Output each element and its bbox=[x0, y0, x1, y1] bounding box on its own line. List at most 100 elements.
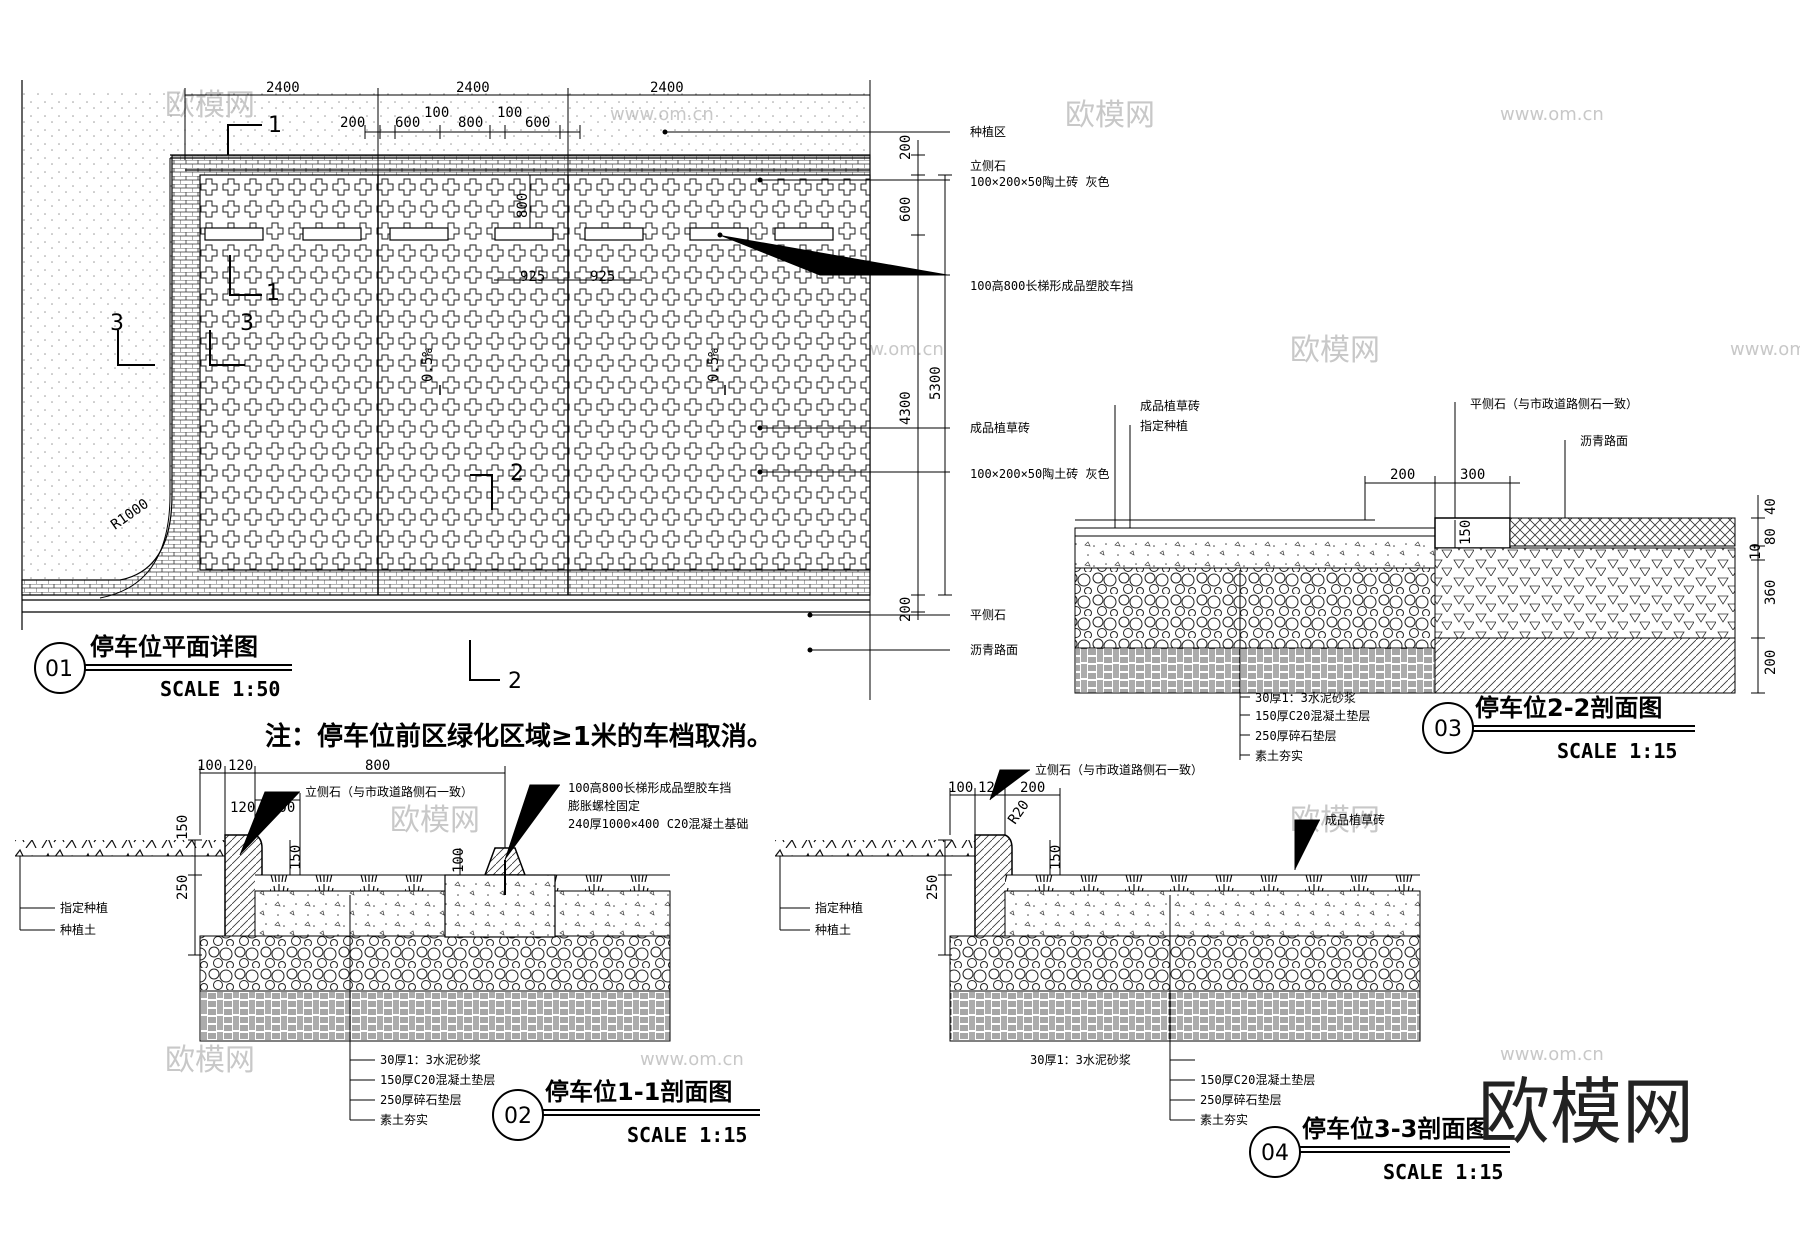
section-layer: 150厚C20混凝土垫层 bbox=[1255, 708, 1370, 723]
planting-area bbox=[22, 90, 870, 595]
watermark: 欧模网 bbox=[1065, 98, 1155, 133]
section-layer: 30厚1：3水泥砂浆 bbox=[1255, 690, 1356, 705]
section-layer: 250厚碎石垫层 bbox=[1200, 1092, 1282, 1107]
section-label: 240厚1000×400 C20混凝土基础 bbox=[568, 816, 748, 831]
bay-divider bbox=[377, 175, 569, 595]
section-label: 指定种植 bbox=[60, 900, 108, 915]
section-label: 种植土 bbox=[60, 922, 96, 937]
section-layer: 150厚C20混凝土垫层 bbox=[1200, 1072, 1315, 1087]
section-mark-label: 3 bbox=[240, 311, 254, 336]
plan-dim: 200 bbox=[898, 597, 914, 622]
section-markers bbox=[117, 124, 500, 681]
sand-layer bbox=[1074, 535, 1436, 569]
plan-dim: 100 bbox=[424, 105, 449, 121]
section-mark-label: 1 bbox=[268, 113, 282, 138]
concrete-footing bbox=[444, 874, 556, 938]
section-layer: 素土夯实 bbox=[1255, 748, 1303, 763]
wheel-stop bbox=[494, 227, 554, 241]
planting-soil bbox=[15, 840, 225, 856]
section-label: 膨胀螺栓固定 bbox=[568, 798, 640, 813]
plan-dim: 600 bbox=[395, 115, 420, 131]
section-mark-label: 1 bbox=[266, 281, 280, 306]
section-dim: 10 bbox=[1748, 543, 1764, 560]
brand-watermark: 欧模网 bbox=[1478, 1070, 1694, 1154]
wheel-stop bbox=[584, 227, 644, 241]
plan-dim: 925 bbox=[590, 269, 615, 285]
plan-label: 平侧石 bbox=[970, 608, 1006, 622]
section-dim: 250 bbox=[925, 875, 941, 900]
plan-dim: 2400 bbox=[456, 80, 490, 96]
plan-dim: 800 bbox=[458, 115, 483, 131]
plan-view: 2400 2400 2400 200 600 100 800 100 600 2… bbox=[21, 80, 1133, 701]
section-dim: 100 bbox=[197, 758, 222, 774]
grass-paver-area bbox=[199, 174, 871, 571]
general-note: 注：停车位前区绿化区域≥1米的车档取消。 bbox=[265, 721, 773, 752]
plan-dim: 600 bbox=[898, 197, 914, 222]
section-dim: 120 bbox=[978, 780, 1003, 796]
section-dim: 250 bbox=[175, 875, 191, 900]
plan-label: 种植区 bbox=[970, 124, 1006, 139]
wheel-stop bbox=[774, 227, 834, 241]
plan-dim: 2400 bbox=[266, 80, 300, 96]
plan-dims-top bbox=[184, 80, 871, 700]
section-layer: 30厚1：3水泥砂浆 bbox=[380, 1052, 481, 1067]
section-2-2: 200 300 150 40 80 10 360 200 成品植草砖 指定种植 … bbox=[1074, 396, 1779, 763]
plan-dim: 5300 bbox=[928, 366, 944, 400]
plan-dim: 2400 bbox=[650, 80, 684, 96]
plan-slope: 0.5% bbox=[706, 348, 722, 382]
section-layer: 素土夯实 bbox=[1200, 1112, 1248, 1127]
gravel-layer bbox=[949, 935, 1421, 992]
section-scale: SCALE 1:15 bbox=[627, 1123, 747, 1147]
watermark: www.om.cn bbox=[1500, 1044, 1604, 1065]
section-3-3: 100 120 200 R20 150 250 立侧石（与市政道路侧石一致） 成… bbox=[775, 762, 1510, 1184]
plan-slope: 0.5% bbox=[420, 348, 436, 382]
soil-layer bbox=[199, 990, 671, 1042]
section-dim: 300 bbox=[1460, 467, 1485, 483]
section-dim: 100 bbox=[948, 780, 973, 796]
section-dim: 80 bbox=[1763, 528, 1779, 545]
section-dim: 200 bbox=[1020, 780, 1045, 796]
watermark: 欧模网 bbox=[1290, 333, 1380, 368]
road-base bbox=[1434, 547, 1736, 639]
section-title: 停车位2-2剖面图 bbox=[1475, 694, 1662, 722]
section-mark-label: 2 bbox=[510, 461, 524, 486]
plan-label: 100×200×50陶土砖 灰色 bbox=[970, 174, 1109, 189]
section-dim: 150 bbox=[175, 815, 191, 840]
plan-label: 100高800长梯形成品塑胶车挡 bbox=[970, 278, 1133, 293]
watermark: www.om.cn bbox=[640, 1049, 744, 1070]
wheel-stop bbox=[389, 227, 449, 241]
plan-dim: 100 bbox=[497, 105, 522, 121]
section-dim: 200 bbox=[1763, 650, 1779, 675]
section-dim: 150 bbox=[1048, 845, 1064, 870]
section-title: 停车位3-3剖面图 bbox=[1302, 1115, 1489, 1143]
soil-layer bbox=[1074, 647, 1436, 694]
plan-dim: 4300 bbox=[898, 391, 914, 425]
asphalt-surface bbox=[1509, 517, 1736, 547]
wheel-stop bbox=[204, 227, 264, 241]
raised-curb bbox=[170, 157, 870, 171]
plan-dims-right bbox=[911, 140, 952, 620]
plan-dim: 200 bbox=[898, 135, 914, 160]
plan-dim: 200 bbox=[340, 115, 365, 131]
section-label: 成品植草砖 bbox=[1325, 812, 1385, 827]
curb-curve bbox=[99, 158, 171, 599]
gravel-layer bbox=[199, 935, 671, 992]
watermark: 欧模网 bbox=[390, 803, 480, 838]
section-1-1: 100 120 800 120 200 150 150 250 100 立侧石（… bbox=[15, 758, 760, 1147]
plan-scale: SCALE 1:50 bbox=[160, 677, 280, 701]
plan-number-circle bbox=[34, 642, 86, 694]
section-dim: 120 bbox=[230, 800, 255, 816]
section-label: 平侧石（与市政道路侧石一致） bbox=[1470, 396, 1638, 411]
section-layer: 30厚1：3水泥砂浆 bbox=[1030, 1052, 1131, 1067]
watermark: www.om.cn bbox=[1730, 339, 1800, 360]
section-dim: 150 bbox=[288, 845, 304, 870]
plan-dim: 800 bbox=[515, 193, 531, 218]
section-layer: 素土夯实 bbox=[380, 1112, 428, 1127]
planting-soil bbox=[775, 840, 975, 856]
section-label: 指定种植 bbox=[815, 900, 863, 915]
section-dim: 150 bbox=[1458, 520, 1474, 545]
section-layer: 250厚碎石垫层 bbox=[1255, 728, 1337, 743]
section-mark-label: 2 bbox=[508, 669, 522, 694]
section-layer: 150厚C20混凝土垫层 bbox=[380, 1072, 495, 1087]
